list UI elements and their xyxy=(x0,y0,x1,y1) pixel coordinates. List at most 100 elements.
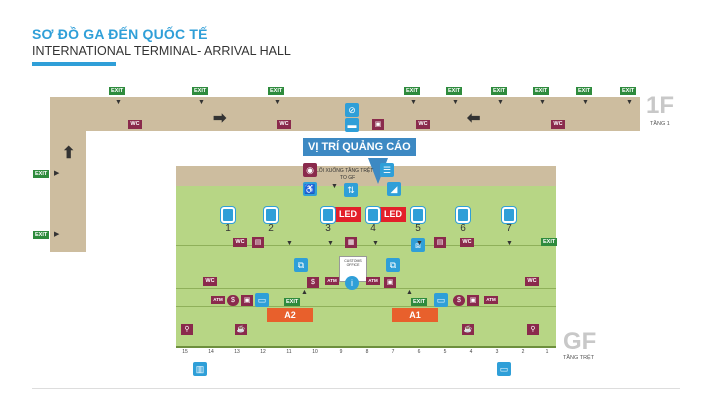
shop-icon: ▤ xyxy=(252,237,264,248)
hall-bottom-line xyxy=(176,346,556,348)
page-bottom-line xyxy=(32,388,680,389)
belt-number: 6 xyxy=(460,223,466,234)
baggage-belt-icon xyxy=(366,207,380,223)
exit-sign: EXIT xyxy=(446,87,463,95)
floor-gf-name: TẦNG TRỆT xyxy=(563,355,595,361)
exit-sign: EXIT xyxy=(284,298,301,306)
shop-icon: ▣ xyxy=(384,277,396,288)
exit-sign: EXIT xyxy=(33,170,50,178)
led-sign: LED xyxy=(335,207,361,222)
shop-icon: ▤ xyxy=(434,237,446,248)
money-exchange-icon: $ xyxy=(453,295,465,306)
baggage-belt-icon xyxy=(264,207,278,223)
down-arrow-icon: ▼ xyxy=(539,99,546,106)
cafe-icon: ☕ xyxy=(235,324,247,335)
atm-icon: ATM xyxy=(484,296,498,304)
elevator-icon: ⇅ xyxy=(344,183,358,197)
moving-walkway-icon: ☰ xyxy=(380,163,394,177)
belt-number: 2 xyxy=(268,223,274,234)
door-number: 10 xyxy=(312,349,318,355)
door-number: 3 xyxy=(495,349,499,355)
belt-number: 7 xyxy=(506,223,512,234)
money-exchange-icon: $ xyxy=(227,295,239,306)
floor-1f-code: 1F xyxy=(646,92,675,119)
floor-gf-code: GF xyxy=(563,328,597,355)
customs-check-icon: ⧉ xyxy=(386,258,400,272)
info-icon: i xyxy=(345,276,359,290)
baggage-belt-icon xyxy=(411,207,425,223)
atm-icon: ATM xyxy=(211,296,225,304)
exit-sign: EXIT xyxy=(404,87,421,95)
upper-walkway-vertical xyxy=(50,97,86,252)
shop-icon: ▦ xyxy=(345,237,357,248)
restaurant-icon: ⚲ xyxy=(527,324,539,335)
wc-icon: WC xyxy=(277,120,291,129)
wc-icon: WC xyxy=(525,277,539,286)
door-number: 14 xyxy=(208,349,214,355)
down-arrow-icon: ▼ xyxy=(327,240,334,247)
down-arrow-icon: ▼ xyxy=(582,99,589,106)
door-number: 11 xyxy=(286,349,292,355)
wheelchair-icon: ♿ xyxy=(303,182,317,196)
down-arrow-icon: ▼ xyxy=(452,99,459,106)
door-number: 4 xyxy=(469,349,473,355)
down-arrow-icon: ▼ xyxy=(506,240,513,247)
trolley-icon: ▬ xyxy=(345,118,359,132)
door-number: 1 xyxy=(545,349,549,355)
taxi-icon: ▭ xyxy=(255,293,269,307)
belt-number: 5 xyxy=(415,223,421,234)
door-number: 8 xyxy=(365,349,369,355)
exit-sign: EXIT xyxy=(33,231,50,239)
hall-lane-1 xyxy=(176,245,556,246)
wc-icon: WC xyxy=(551,120,565,129)
no-trolley-icon: ⊘ xyxy=(345,103,359,117)
down-arrow-icon: ▼ xyxy=(274,99,281,106)
down-arrow-icon: ▼ xyxy=(626,99,633,106)
exit-sign: EXIT xyxy=(533,87,550,95)
exit-sign: EXIT xyxy=(620,87,637,95)
hall-lane-2 xyxy=(176,288,556,289)
right-arrow-small-icon: ▶ xyxy=(54,170,60,177)
gate-a1: A1 xyxy=(392,308,438,322)
door-number: 9 xyxy=(339,349,343,355)
left-arrow-icon: ⬅ xyxy=(467,110,481,127)
atm-icon: ATM xyxy=(325,277,339,285)
baggage-belt-icon xyxy=(502,207,516,223)
exit-sign: EXIT xyxy=(109,87,126,95)
down-arrow-icon: ▼ xyxy=(410,99,417,106)
escalator-icon: ◉ xyxy=(303,163,317,177)
up-arrow-icon: ⬆ xyxy=(62,145,76,162)
bus-icon: ▥ xyxy=(193,362,207,376)
baggage-service-icon: ⧈ xyxy=(411,238,425,252)
car-icon: ▭ xyxy=(497,362,511,376)
down-to-gf-label: LỐI XUỐNG TẦNG TRỆT xyxy=(316,168,374,174)
shop-icon: ▣ xyxy=(241,295,253,306)
gate-a2: A2 xyxy=(267,308,313,322)
right-arrow-icon: ➡ xyxy=(213,110,227,127)
down-arrow-icon: ▼ xyxy=(372,240,379,247)
floor-1f-name: TẦNG 1 xyxy=(650,121,670,127)
door-number: 13 xyxy=(234,349,240,355)
wc-icon: WC xyxy=(128,120,142,129)
cafe-icon: ☕ xyxy=(462,324,474,335)
baggage-belt-icon xyxy=(456,207,470,223)
shop-icon: ▣ xyxy=(372,119,384,130)
atm-icon: ATM xyxy=(366,277,380,285)
wc-icon: WC xyxy=(416,120,430,129)
baggage-belt-icon xyxy=(321,207,335,223)
title-underline xyxy=(32,62,116,66)
exit-sign: EXIT xyxy=(192,87,209,95)
down-arrow-icon: ▼ xyxy=(198,99,205,106)
door-number: 6 xyxy=(417,349,421,355)
upper-connector-area xyxy=(176,166,556,186)
customs-office-label: CUSTOMS OFFICE xyxy=(344,259,362,267)
belt-number: 1 xyxy=(225,223,231,234)
up-arrow-icon: ▲ xyxy=(301,289,308,296)
down-arrow-icon: ▼ xyxy=(286,240,293,247)
down-arrow-icon: ▼ xyxy=(416,240,423,247)
down-arrow-icon: ▼ xyxy=(331,183,338,190)
exit-sign: EXIT xyxy=(576,87,593,95)
stairs-icon: ◢ xyxy=(387,182,401,196)
door-number: 5 xyxy=(443,349,447,355)
hall-lane-3 xyxy=(176,306,556,307)
